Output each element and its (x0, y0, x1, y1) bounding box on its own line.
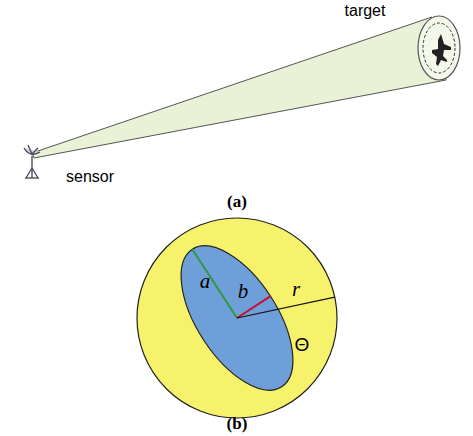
radius-symbol: r (292, 278, 300, 301)
axis-symbol: b (238, 280, 249, 303)
axis-symbol: a (200, 270, 211, 293)
radius-line (237, 297, 335, 318)
region-symbol: Θ (295, 335, 310, 356)
target-aperture (418, 16, 460, 80)
panel-caption: (b) (227, 415, 248, 434)
sensor-beam (32, 17, 446, 158)
outer-circle (137, 218, 337, 418)
sensor-label: sensor (66, 168, 114, 186)
sensor-icon (24, 145, 40, 178)
target-label: target (345, 2, 386, 20)
panel-caption: (a) (227, 193, 247, 212)
target-region (423, 23, 455, 73)
semi-major-axis (192, 249, 237, 318)
aircraft-icon (432, 34, 451, 66)
